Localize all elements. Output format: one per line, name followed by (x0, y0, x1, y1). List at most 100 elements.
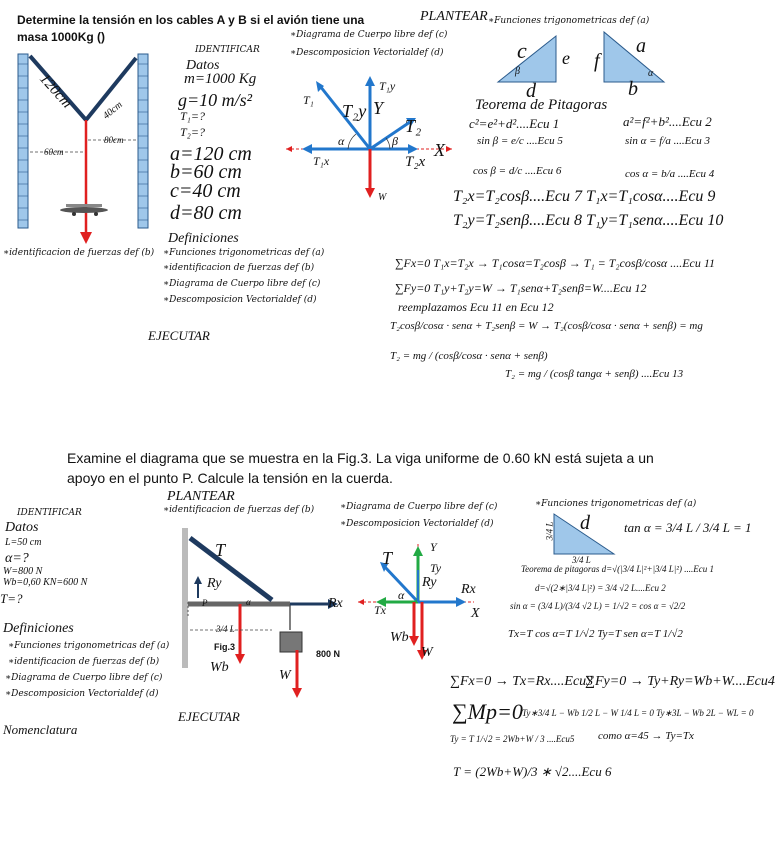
wall (182, 528, 188, 668)
airplane-icon (60, 204, 108, 216)
dato-m: m=1000 Kg (184, 71, 257, 87)
eq-t2b: T₂ = mg / (cosβ tangα + senβ) ....Ecu 13 (505, 368, 684, 380)
def2-item-3: ∗Diagrama de Cuerpo libre def (c) (5, 673, 163, 683)
fbd1-t1: T₁ (303, 93, 314, 107)
dato-c: c=40 cm (170, 180, 241, 202)
identificar2-heading: IDENTIFICAR (17, 508, 82, 518)
reemplazamos: reemplazamos Ecu 11 en Ecu 12 (398, 300, 554, 314)
plan-item-2: ∗Descomposicion Vectorialdef (d) (290, 48, 444, 58)
dato2-l: L=50 cm (5, 537, 42, 548)
eq-t2a: T₂ = mg / (cosβ/cosα · senα + senβ) (390, 350, 548, 362)
plan-item-1: ∗Diagrama de Cuerpo libre def (c) (290, 30, 448, 40)
dato2-wb: Wb=0,60 KN=600 N (3, 577, 88, 588)
definiciones-heading: Definiciones (168, 231, 239, 246)
ecu5-2: Ty = T 1/√2 = 2Wb+W / 3 ....Ecu5 (450, 734, 575, 744)
fbd1-alpha: α (338, 134, 345, 148)
ident-fuerzas2-label: ∗identificacion de fuerzas def (b) (163, 505, 315, 515)
tri3-base: 3/4 L (572, 555, 591, 565)
dato-t1: T₁=? (180, 109, 205, 123)
eq8-10: T₂y=T₂senβ....Ecu 8 T₁y=T₁senα....Ecu 10 (453, 212, 724, 229)
fbd2-w: W (421, 645, 433, 660)
eq2: a²=f²+b²....Ecu 2 (623, 114, 712, 129)
fbd1-t2: T₂ (405, 116, 422, 136)
eq5: sin β = e/c ....Ecu 5 (477, 135, 563, 147)
fig3-l34: 3/4 L (216, 624, 235, 634)
plantear-heading: PLANTEAR (420, 9, 488, 24)
tri3-d: d (580, 512, 590, 534)
fig3-w: W (279, 668, 291, 683)
eq3: sin α = f/a ....Ecu 3 (625, 135, 710, 147)
eq-mg: T₂cosβ/cosα · senα + T₂senβ = W → T₂(cos… (390, 320, 703, 332)
dim-80cm: 80cm (104, 135, 124, 145)
fbd1-t2y: T₂y (342, 101, 367, 121)
right-column (137, 53, 149, 229)
fbd1-x: X (434, 140, 445, 160)
eq4: cos α = b/a ....Ecu 4 (625, 168, 715, 180)
dato-t2: T₂=? (180, 125, 205, 139)
fig3-alpha: α (246, 597, 251, 607)
tri1-e: e (562, 48, 570, 68)
fbd1-y: Y (373, 98, 384, 118)
problem1-structure-figure (17, 53, 149, 244)
tri1-d: d (526, 80, 536, 102)
problem1-free-body-diagram (286, 76, 452, 198)
fbd1-t1x: T₁x (313, 154, 330, 168)
fig3-rx: Rx (328, 596, 343, 611)
def-item-2: ∗identificacion de fuerzas def (b) (163, 263, 315, 273)
plan2-item-1: ∗Diagrama de Cuerpo libre def (c) (340, 502, 498, 512)
plan2-item-2: ∗Descomposicion Vectorialdef (d) (340, 519, 494, 529)
dato2-t: T=? (0, 591, 23, 606)
d2-eq: d=√(2∗|3/4 L|²) = 3/4 √2 L....Ecu 2 (535, 583, 666, 593)
fig3-800n: 800 N (316, 649, 341, 659)
left-column (17, 53, 29, 229)
tx-ty-eq: Tx=T cos α=T 1/√2 Ty=T sen α=T 1/√2 (508, 628, 683, 640)
fbd2-ry: Ry (422, 575, 437, 590)
dato2-alpha: α=? (5, 551, 29, 566)
func-trig2-label: ∗Funciones trigonometricas def (a) (535, 499, 697, 509)
fig3-t: T (215, 540, 226, 560)
eq7-9: T₂x=T₂cosβ....Ecu 7 T₁x=T₁cosα....Ecu 9 (453, 188, 716, 205)
problem2-triangle (553, 513, 616, 555)
ident-fuerzas-label: ∗identificacion de fuerzas def (b) (3, 248, 155, 258)
tri2-b: b (628, 78, 638, 100)
problem2-free-body-diagram (358, 544, 474, 660)
def2-item-4: ∗Descomposicion Vectorialdef (d) (5, 689, 159, 699)
dim-60cm: 60cm (44, 147, 64, 157)
pitagoras-heading: Teorema de Pitagoras (475, 97, 608, 113)
tri2-alpha: α (648, 68, 654, 79)
identificar-heading: IDENTIFICAR (195, 45, 260, 55)
def2-item-1: ∗Funciones trigonometricas def (a) (8, 641, 170, 651)
dato-g: g=10 m/s² (178, 90, 253, 110)
fbd2-rx: Rx (461, 582, 476, 597)
dato2-w: W=800 N (3, 566, 43, 577)
tri3-side: 3/4 L (544, 521, 555, 541)
fbd1-beta: β (392, 134, 398, 148)
dato-b: b=60 cm (170, 161, 242, 183)
fbd2-tx: Tx (374, 603, 386, 617)
ejecutar2-heading: EJECUTAR (178, 709, 240, 724)
fbd2-alpha: α (398, 588, 405, 602)
nomenclatura-heading: Nomenclatura (3, 722, 78, 737)
def-item-1: ∗Funciones trigonometricas def (a) (163, 248, 325, 258)
fig3-p: P (202, 598, 208, 608)
fbd1-t2x: T₂x (405, 154, 426, 170)
func-trig-label: ∗Funciones trigonometricas def (a) (488, 16, 650, 26)
cable-b (84, 56, 138, 122)
tan-eq: tan α = 3/4 L / 3/4 L = 1 (624, 520, 752, 535)
def-item-4: ∗Descomposicion Vectorialdef (d) (163, 295, 317, 305)
dato-a: a=120 cm (170, 143, 252, 165)
fig3-beam-figure (182, 528, 338, 698)
mp-eq: Ty∗3/4 L − Wb 1/2 L − W 1/4 L = 0 Ty∗3L … (522, 708, 754, 718)
fig3-ry: Ry (207, 576, 222, 591)
fbd1-t1y: T₁y (379, 79, 396, 93)
datos-heading: Datos (186, 58, 220, 73)
def-item-3: ∗Diagrama de Cuerpo libre def (c) (163, 279, 321, 289)
tri1-beta: β (515, 66, 520, 77)
problem1-title-line2: masa 1000Kg () (17, 30, 106, 44)
plantear2-heading: PLANTEAR (167, 489, 235, 504)
como-eq: como α=45 → Ty=Tx (598, 730, 694, 742)
ecu6-2: T = (2Wb+W)/3 ∗ √2....Ecu 6 (453, 764, 612, 779)
eq1: c²=e²+d²....Ecu 1 (469, 116, 560, 131)
fig3-wb: Wb (210, 660, 229, 675)
cable-a (28, 54, 88, 122)
